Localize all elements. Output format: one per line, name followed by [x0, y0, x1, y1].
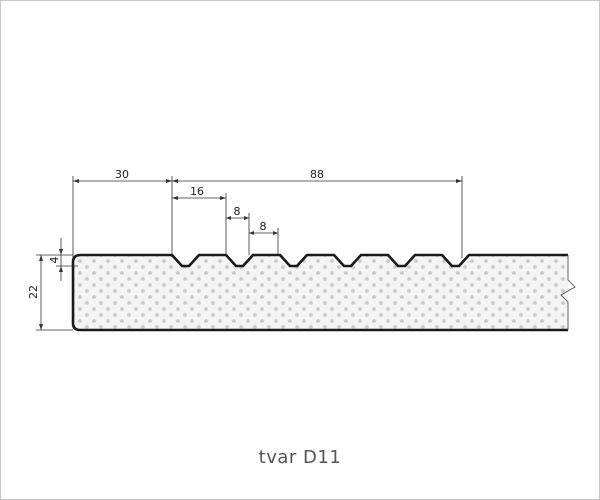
dimension-arrows: [39, 179, 462, 330]
dim-groove-top-width: 8: [234, 205, 241, 218]
dim-groove-span: 88: [310, 168, 324, 181]
dim-total-thickness: 22: [27, 285, 40, 299]
profile-outline: [71, 253, 568, 332]
dim-left-offset: 30: [115, 168, 129, 181]
profile-body: [73, 255, 568, 330]
break-line: [560, 255, 576, 330]
dim-groove-bottom-width: 8: [260, 220, 267, 233]
dim-groove-pitch: 16: [190, 185, 204, 198]
drawing-caption: tvar D11: [258, 447, 342, 468]
dim-groove-depth: 4: [48, 257, 61, 264]
